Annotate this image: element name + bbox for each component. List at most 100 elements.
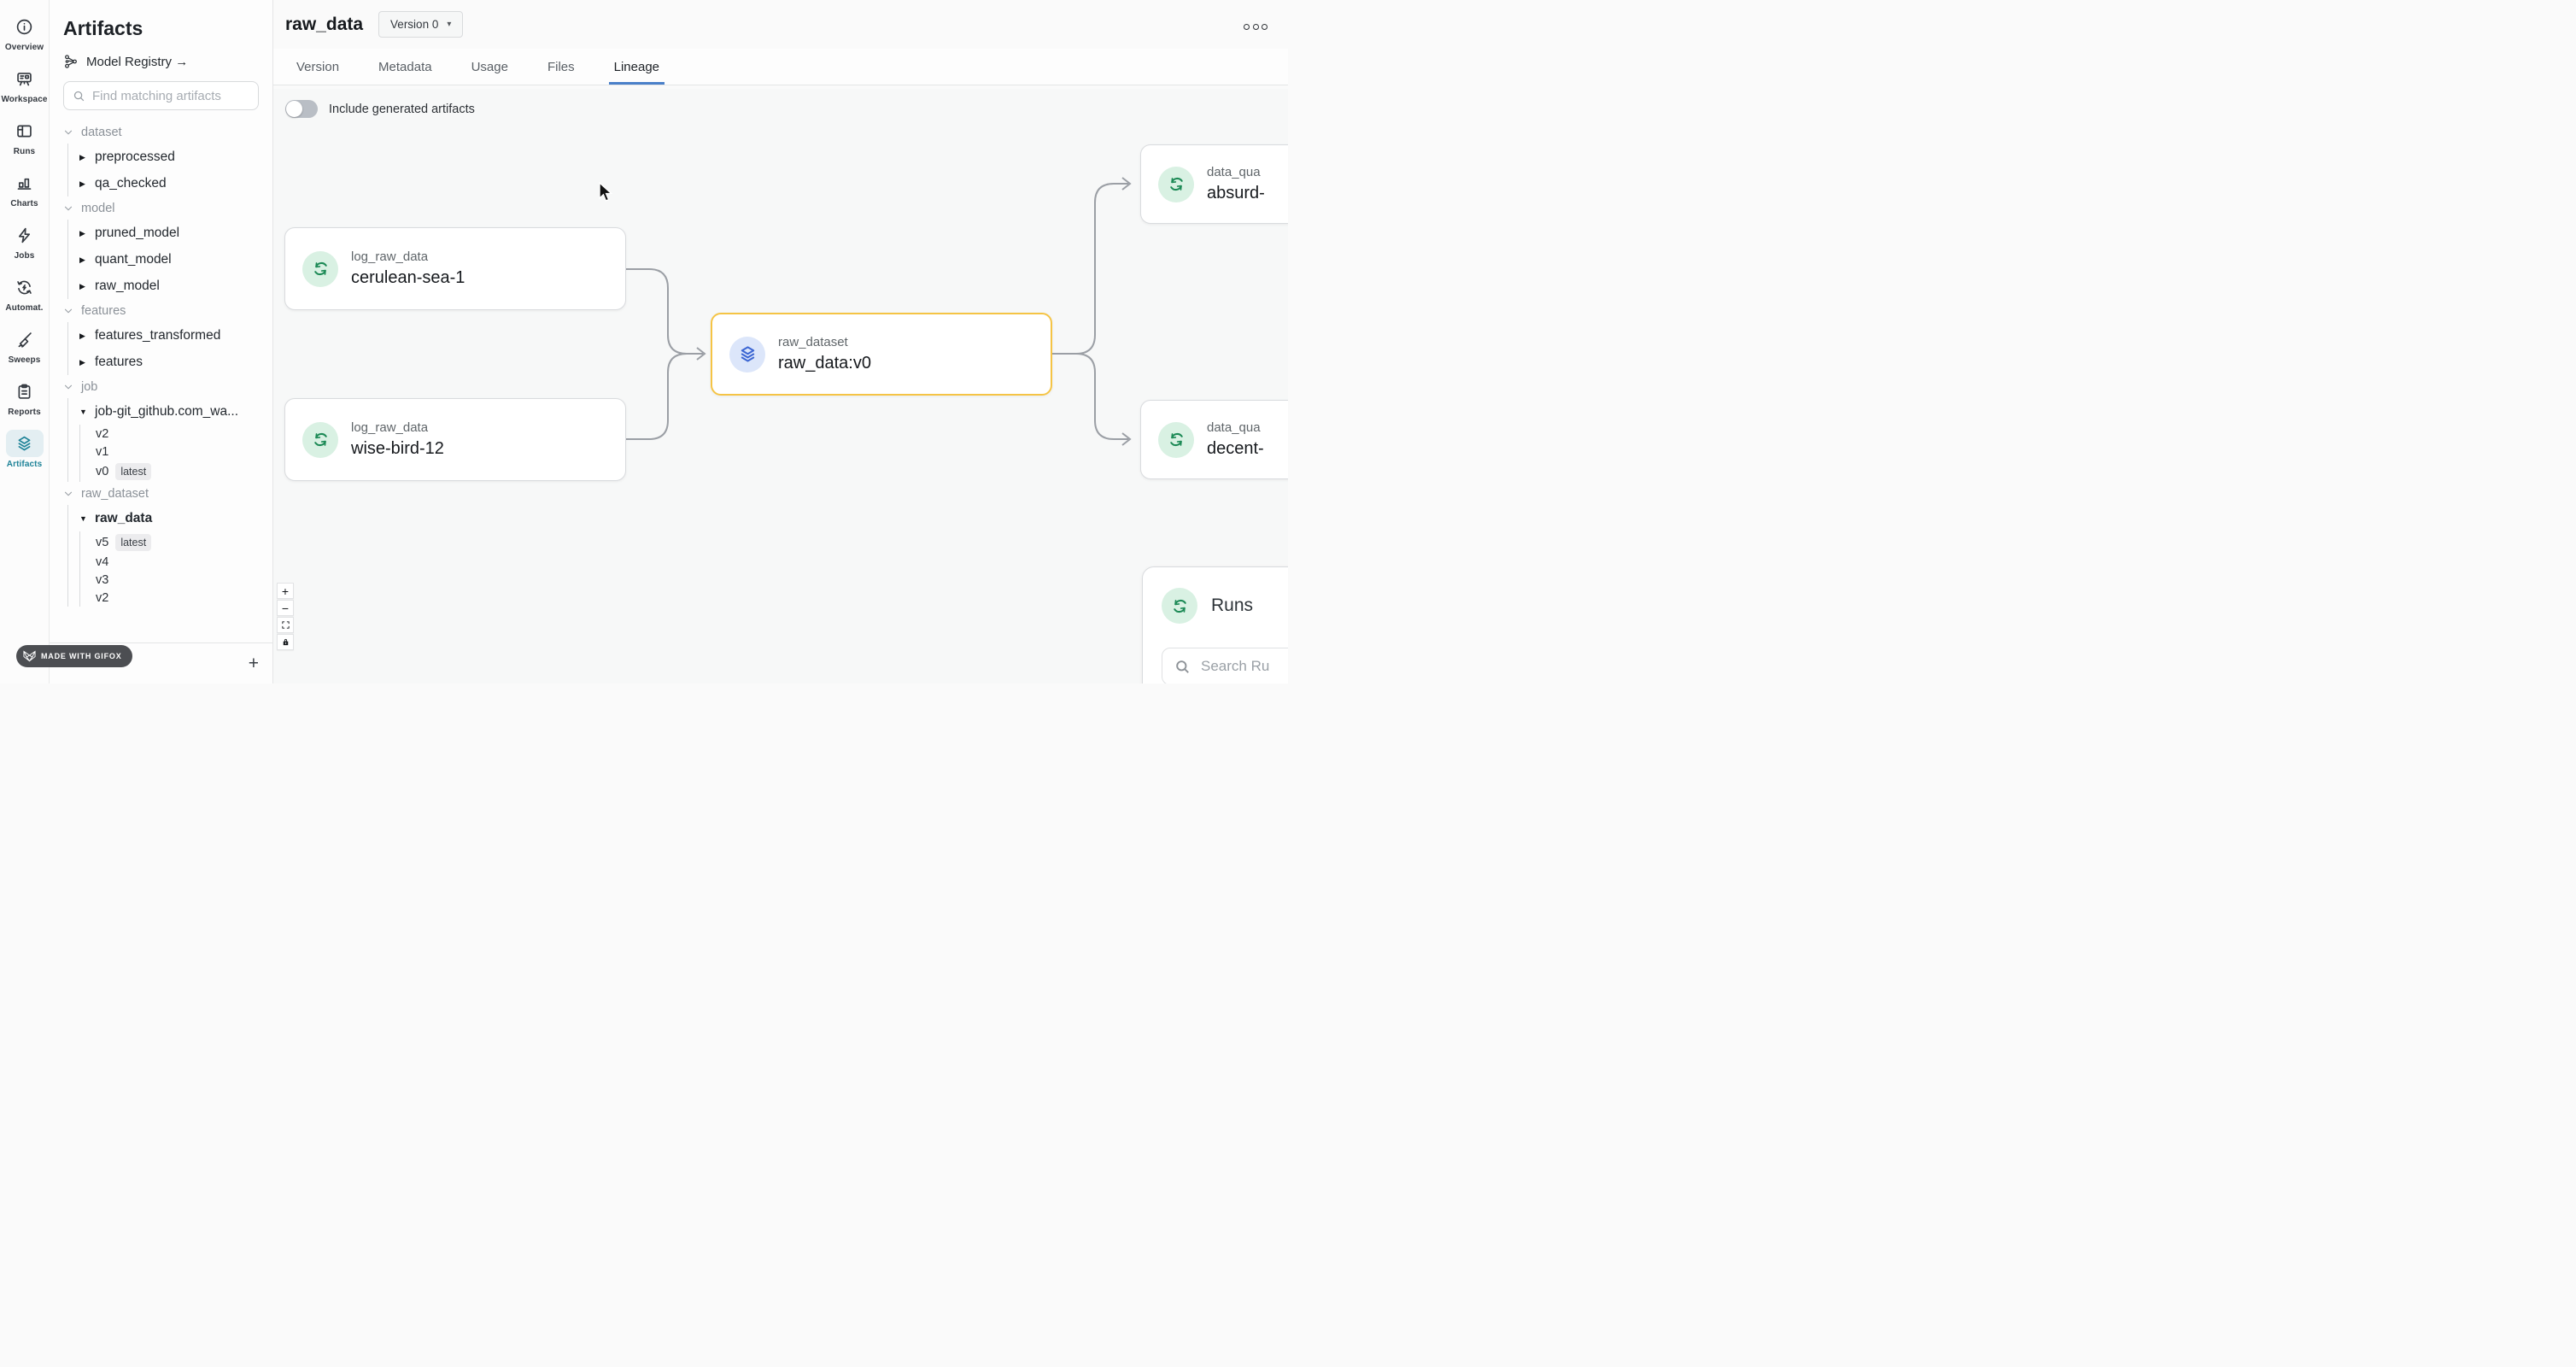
runs-search-input[interactable] [1201, 658, 1288, 675]
icon-rail: Overview Workspace Runs Charts Jobs Auto… [0, 0, 50, 684]
sidebar-title: Artifacts [63, 17, 143, 39]
lock-button[interactable] [277, 634, 294, 650]
chevron-down-icon [64, 206, 73, 211]
rail-item-jobs[interactable]: Jobs [1, 215, 49, 267]
artifacts-sidebar: Artifacts Model Registry → dataset ▶ pre… [50, 0, 273, 684]
lineage-node-decent[interactable]: data_qua decent- [1140, 400, 1288, 479]
version-dropdown[interactable]: Version 0 ▾ [378, 11, 464, 38]
tree-category-job[interactable]: job [50, 375, 272, 398]
triangle-down-icon: ▼ [79, 408, 87, 416]
bar-chart-icon [6, 169, 44, 197]
tree-category-dataset[interactable]: dataset [50, 120, 272, 144]
node-title: data_qua [1207, 165, 1261, 179]
tab-lineage[interactable]: Lineage [608, 49, 665, 85]
version-row-v2[interactable]: v2 [96, 426, 109, 441]
tree-item-features[interactable]: ▶ features [79, 355, 143, 369]
rail-label: Overview [4, 43, 44, 52]
version-row-v3[interactable]: v3 [96, 572, 109, 587]
artifact-tree: dataset ▶ preprocessed ▶ qa_checked mode… [50, 120, 272, 618]
triangle-right-icon: ▶ [79, 152, 85, 161]
tree-item-features-transformed[interactable]: ▶ features_transformed [79, 328, 221, 343]
version-row-v0[interactable]: v0 latest [80, 461, 272, 482]
tree-item-pruned-model[interactable]: ▶ pruned_model [79, 226, 180, 240]
version-row-v2-clipped[interactable]: v2 [96, 590, 109, 605]
rail-label: Artifacts [6, 460, 43, 469]
artifact-search-input[interactable] [92, 88, 249, 103]
tree-item-quant-model[interactable]: ▶ quant_model [79, 252, 172, 267]
tree-item-raw-data[interactable]: ▼ raw_data [79, 511, 153, 525]
main-panel: raw_data Version 0 ▾ Version Metadata Us… [273, 0, 1288, 684]
layers-icon [5, 430, 44, 457]
gifox-watermark: MADE WITH GIFOX [16, 645, 132, 667]
runs-panel[interactable]: Runs [1142, 566, 1288, 684]
version-row-v4[interactable]: v4 [96, 554, 109, 569]
node-title: log_raw_data [351, 249, 429, 264]
node-name: raw_data:v0 [778, 354, 871, 373]
run-icon [1158, 166, 1194, 202]
fox-icon [23, 650, 36, 662]
clipboard-icon [6, 378, 44, 405]
tree-item-preprocessed[interactable]: ▶ preprocessed [79, 150, 175, 164]
search-icon [73, 91, 85, 101]
zoom-in-button[interactable]: + [277, 583, 294, 599]
lineage-node-wise-bird-12[interactable]: log_raw_data wise-bird-12 [284, 398, 626, 481]
page-title: raw_data [285, 14, 364, 34]
dot-icon [1244, 24, 1250, 30]
fit-view-button[interactable] [277, 617, 294, 633]
tree-item-raw-model[interactable]: ▶ raw_model [79, 279, 160, 293]
include-generated-toggle[interactable] [285, 100, 318, 118]
rail-item-charts[interactable]: Charts [1, 163, 49, 215]
add-artifact-button[interactable]: + [248, 654, 259, 673]
runs-search[interactable] [1162, 648, 1288, 684]
node-name: cerulean-sea-1 [351, 268, 465, 287]
info-icon [6, 13, 44, 40]
canvas-controls: + − [277, 583, 294, 650]
lineage-edges [626, 177, 1132, 446]
rail-item-runs[interactable]: Runs [1, 111, 49, 163]
version-row-v5[interactable]: v5 latest [80, 531, 272, 553]
runs-panel-header: Runs [1162, 588, 1288, 624]
tab-metadata[interactable]: Metadata [378, 59, 432, 74]
rail-item-automations[interactable]: Automat. [1, 267, 49, 320]
rail-item-overview[interactable]: Overview [1, 7, 49, 59]
tab-version[interactable]: Version [296, 59, 340, 74]
lineage-node-absurd[interactable]: data_qua absurd- [1140, 144, 1288, 224]
rail-item-artifacts[interactable]: Artifacts [1, 424, 49, 476]
automation-cycle-icon [6, 273, 44, 301]
node-name: wise-bird-12 [351, 439, 444, 458]
rail-item-reports[interactable]: Reports [1, 372, 49, 424]
tree-item-qa-checked[interactable]: ▶ qa_checked [79, 176, 167, 191]
runs-panel-title: Runs [1211, 595, 1254, 615]
lineage-node-cerulean-sea-1[interactable]: log_raw_data cerulean-sea-1 [284, 227, 626, 310]
chevron-down-icon: ▾ [447, 20, 452, 29]
chevron-down-icon [64, 384, 73, 390]
tree-category-features[interactable]: features [50, 299, 272, 322]
more-options-button[interactable] [1244, 24, 1268, 30]
tree-category-raw-dataset[interactable]: raw_dataset [50, 482, 272, 505]
model-registry-label: Model Registry → [86, 54, 189, 69]
triangle-right-icon: ▶ [79, 179, 85, 188]
rail-item-workspace[interactable]: Workspace [1, 59, 49, 111]
tab-files[interactable]: Files [547, 59, 575, 74]
rail-label: Charts [10, 199, 38, 208]
lineage-node-raw-data-v0[interactable]: raw_dataset raw_data:v0 [711, 313, 1052, 396]
rail-label: Runs [13, 147, 36, 156]
tree-item-job-git[interactable]: ▼ job-git_github.com_wa... [79, 404, 239, 419]
rail-label: Reports [8, 408, 41, 417]
rail-item-sweeps[interactable]: Sweeps [1, 320, 49, 372]
tree-category-model[interactable]: model [50, 197, 272, 220]
node-title: data_qua [1207, 420, 1261, 435]
model-registry-link[interactable]: Model Registry → [63, 54, 259, 69]
tab-strip: Version Metadata Usage Files Lineage [273, 49, 1288, 85]
version-row-v1[interactable]: v1 [96, 444, 109, 459]
triangle-right-icon: ▶ [79, 357, 85, 367]
rail-label: Workspace [1, 95, 48, 104]
tab-usage[interactable]: Usage [471, 59, 508, 74]
model-registry-icon [65, 55, 77, 68]
lock-icon [283, 638, 288, 646]
triangle-right-icon: ▶ [79, 281, 85, 290]
artifact-search[interactable] [63, 81, 259, 110]
generated-artifacts-toggle-row: Include generated artifacts [285, 100, 475, 118]
zoom-out-button[interactable]: − [277, 600, 294, 616]
lineage-canvas[interactable]: Include generated artifacts log_raw_data… [273, 89, 1288, 684]
